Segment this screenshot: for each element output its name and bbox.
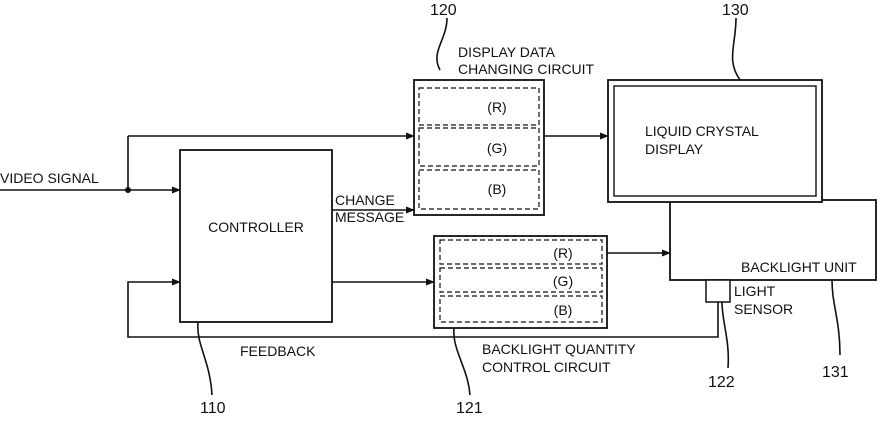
lcd-label-2: DISPLAY	[645, 141, 704, 157]
backlight-unit-label: BACKLIGHT UNIT	[741, 259, 857, 275]
display-channel-r-label: (R)	[487, 99, 506, 115]
ref-131: 131	[822, 364, 849, 381]
ref-131-leader	[832, 280, 840, 355]
controller-label: CONTROLLER	[208, 219, 304, 235]
ref-130: 130	[722, 2, 749, 19]
light-sensor-label-2: SENSOR	[734, 301, 793, 317]
lcd-label-1: LIQUID CRYSTAL	[645, 123, 759, 139]
light-sensor-box	[706, 280, 730, 302]
ref-120: 120	[430, 2, 457, 19]
backlight-quantity-label-1: BACKLIGHT QUANTITY	[482, 341, 636, 357]
video-signal-label: VIDEO SIGNAL	[0, 170, 99, 186]
display-data-circuit-box	[414, 80, 544, 215]
backlight-quantity-label-2: CONTROL CIRCUIT	[482, 359, 611, 375]
ref-120-leader	[437, 18, 447, 70]
backlight-channel-r-label: (R)	[553, 245, 572, 261]
ref-110: 110	[200, 400, 226, 417]
backlight-channel-b-label: (B)	[554, 302, 573, 318]
display-channel-b-label: (B)	[488, 181, 507, 197]
controller-box	[180, 150, 332, 322]
light-sensor-label-1: LIGHT	[734, 283, 776, 299]
ref-121: 121	[456, 400, 483, 417]
ref-130-leader	[733, 18, 740, 80]
backlight-channel-g-label: (G)	[553, 273, 573, 289]
change-message-label-1: CHANGE	[335, 192, 395, 208]
display-data-circuit-label-1: DISPLAY DATA	[458, 44, 556, 60]
feedback-label: FEEDBACK	[240, 343, 316, 359]
backlight-quantity-circuit-box	[434, 236, 607, 328]
change-message-label-2: MESSAGE	[335, 209, 404, 225]
ref-110-leader	[198, 322, 212, 395]
ref-122-leader	[722, 302, 728, 368]
ref-121-leader	[454, 328, 470, 395]
display-channel-g-label: (G)	[487, 140, 507, 156]
ref-122: 122	[708, 374, 735, 391]
display-data-circuit-label-2: CHANGING CIRCUIT	[458, 61, 595, 77]
